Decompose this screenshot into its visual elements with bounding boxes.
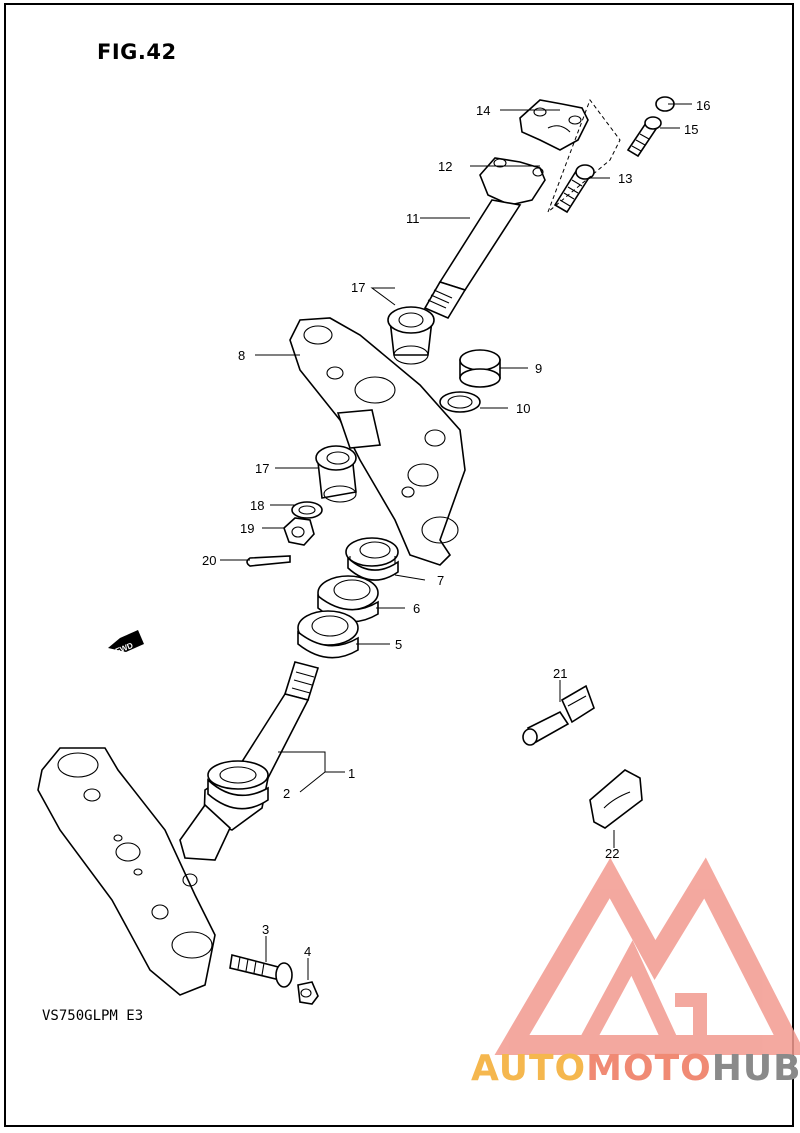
part-18-washer — [291, 501, 323, 519]
part-13-bolt — [553, 164, 595, 214]
callout-12: 12 — [438, 159, 452, 174]
callout-14: 14 — [476, 103, 490, 118]
callout-21: 21 — [553, 666, 567, 681]
part-17-lower-bushing — [315, 445, 357, 503]
watermark-text: AUTOMOTOHUB — [471, 1048, 800, 1089]
callout-19: 19 — [240, 521, 254, 536]
callout-17-lower: 17 — [255, 461, 269, 476]
model-code: VS750GLPM E3 — [42, 1008, 144, 1024]
watermark-auto: AUTO — [471, 1048, 587, 1089]
callout-1: 1 — [348, 766, 355, 781]
watermark-logo — [494, 857, 800, 1055]
callout-10: 10 — [516, 401, 530, 416]
part-11-holder-shaft — [423, 199, 522, 320]
callout-17-upper: 17 — [351, 280, 365, 295]
callout-8: 8 — [238, 348, 245, 363]
callout-18: 18 — [250, 498, 264, 513]
part-7-steering-nut — [345, 537, 399, 581]
callout-5: 5 — [395, 637, 402, 652]
part-17-upper-bushing — [387, 306, 435, 365]
callout-2: 2 — [283, 786, 290, 801]
callout-7: 7 — [437, 573, 444, 588]
watermark-moto: MOTO — [586, 1048, 712, 1089]
part-3-bolt — [229, 954, 293, 988]
callout-leader-lines — [220, 103, 692, 980]
callout-13: 13 — [618, 171, 632, 186]
part-14-handlebar-clamp — [519, 99, 589, 151]
part-2-lower-bearing — [207, 760, 269, 810]
part-12-handlebar-holder — [479, 157, 546, 206]
page-frame — [4, 3, 794, 1127]
part-15-bolt — [626, 116, 662, 158]
part-10-washer — [439, 391, 481, 413]
part-22-key-plate — [589, 769, 643, 829]
figure-title: FIG.42 — [97, 40, 177, 64]
part-4-nut — [297, 981, 319, 1005]
part-5-bearing — [297, 610, 359, 659]
part-20-cotter-pin — [246, 555, 291, 567]
callout-4: 4 — [304, 944, 311, 959]
callout-15: 15 — [684, 122, 698, 137]
callout-labels: 1 2 3 4 5 6 7 8 9 10 11 12 13 14 15 16 1… — [114, 98, 710, 959]
callout-6: 6 — [413, 601, 420, 616]
callout-3: 3 — [262, 922, 269, 937]
fwd-arrow-icon — [108, 630, 144, 652]
callout-11: 11 — [406, 211, 420, 226]
callout-9: 9 — [535, 361, 542, 376]
part-19-nut — [283, 517, 315, 546]
callout-20: 20 — [202, 553, 216, 568]
watermark-hub: HUB — [711, 1048, 800, 1089]
part-1-steering-stem — [37, 661, 320, 996]
callout-22: 22 — [605, 846, 619, 861]
part-9-cap — [459, 349, 501, 388]
part-8-upper-bracket — [289, 317, 466, 566]
part-21-key — [522, 684, 595, 746]
callout-16: 16 — [696, 98, 710, 113]
